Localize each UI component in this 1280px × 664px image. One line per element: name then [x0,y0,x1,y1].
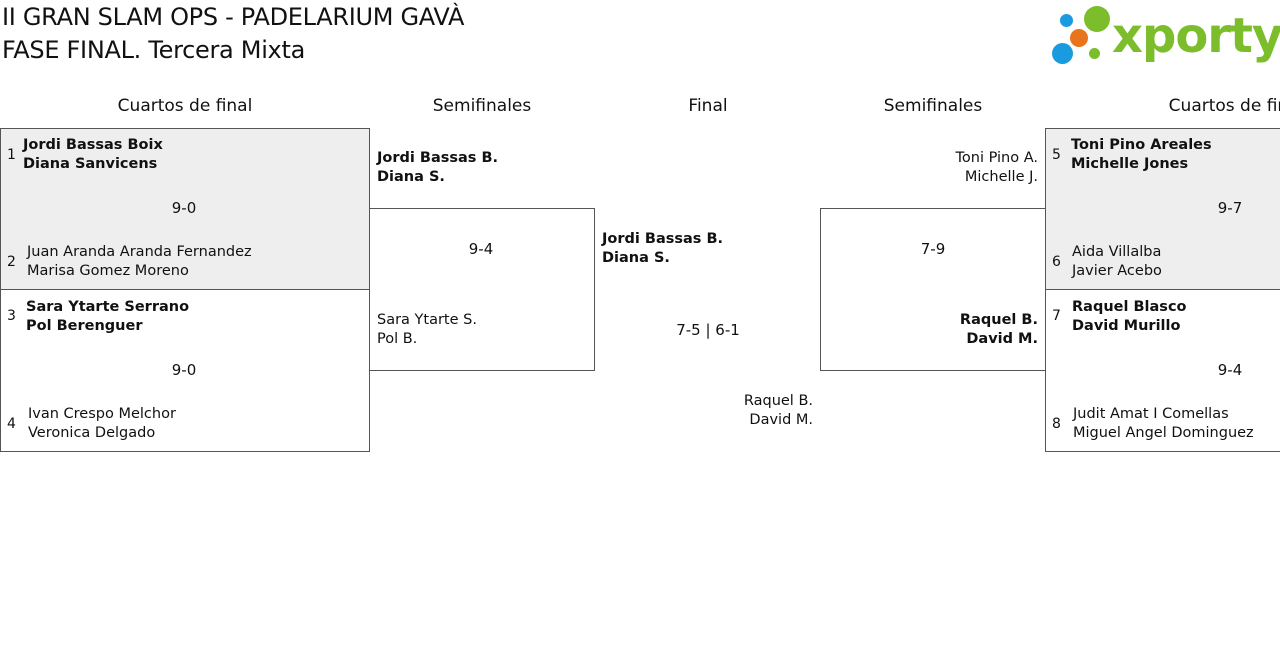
logo-dot-green-small-icon [1089,48,1100,59]
column-header-sf-left: Semifinales [432,96,532,116]
logo-dot-orange-icon [1070,29,1088,47]
player-name: Juan Aranda Aranda Fernandez [27,244,252,260]
match-box-sf-left[interactable] [369,208,595,371]
player-name: Judit Amat I Comellas [1073,406,1229,422]
seed-number: 4 [7,416,16,432]
column-header-sf-right: Semifinales [883,96,983,116]
match-score: 9-4 [1217,361,1243,379]
page-subtitle: FASE FINAL. Tercera Mixta [2,36,305,64]
logo-dot-blue-bottom-icon [1052,43,1073,64]
final-score: 7-5 | 6-1 [676,321,740,339]
column-header-qf-left: Cuartos de final [117,96,253,116]
seed-number: 3 [7,308,16,324]
player-name: Diana S. [602,250,670,266]
player-name: Raquel Blasco [1072,299,1187,315]
player-name: Diana S. [377,169,445,185]
seed-number: 1 [7,147,16,163]
match-score: 9-0 [171,199,197,217]
player-name: Sara Ytarte Serrano [26,299,190,315]
player-name: Pol B. [377,331,418,347]
player-name: Miguel Angel Dominguez [1073,425,1254,441]
player-name: Javier Acebo [1072,263,1162,279]
match-box-qf-left-1[interactable] [0,128,370,290]
match-score: 9-0 [171,361,197,379]
seed-number: 5 [1052,147,1061,163]
match-score: 9-7 [1217,199,1243,217]
logo-wordmark: xporty [1112,8,1280,64]
player-name: Aida Villalba [1072,244,1162,260]
player-name: Veronica Delgado [28,425,156,441]
player-name: David Murillo [1072,318,1181,334]
xporty-logo[interactable]: xporty [1050,4,1280,68]
page-title: II GRAN SLAM OPS - PADELARIUM GAVÀ [2,3,465,31]
player-name: Raquel B. [743,393,813,409]
player-name: Toni Pino Areales [1071,137,1212,153]
player-name: Toni Pino A. [955,150,1039,166]
match-score: 9-4 [468,240,494,258]
player-name: Pol Berenguer [26,318,143,334]
player-name: Michelle J. [964,169,1038,185]
player-name: Jordi Bassas B. [377,150,499,166]
match-box-qf-right-1[interactable] [1045,128,1280,290]
player-name: David M. [749,412,813,428]
seed-number: 2 [7,254,16,270]
player-name: Diana Sanvicens [23,156,158,172]
player-name: Sara Ytarte S. [377,312,477,328]
seed-number: 6 [1052,254,1061,270]
seed-number: 7 [1052,308,1061,324]
logo-dot-green-icon [1084,6,1110,32]
match-box-qf-right-2[interactable] [1045,289,1280,452]
player-name: Raquel B. [959,312,1038,328]
column-header-final: Final [688,96,728,116]
player-name: Ivan Crespo Melchor [28,406,176,422]
logo-dot-blue-top-icon [1060,14,1073,27]
seed-number: 8 [1052,416,1061,432]
player-name: Jordi Bassas B. [602,231,724,247]
column-header-qf-right: Cuartos de final [1168,96,1280,116]
player-name: Marisa Gomez Moreno [27,263,189,279]
player-name: David M. [966,331,1038,347]
player-name: Michelle Jones [1071,156,1189,172]
match-score: 7-9 [920,240,946,258]
player-name: Jordi Bassas Boix [23,137,163,153]
